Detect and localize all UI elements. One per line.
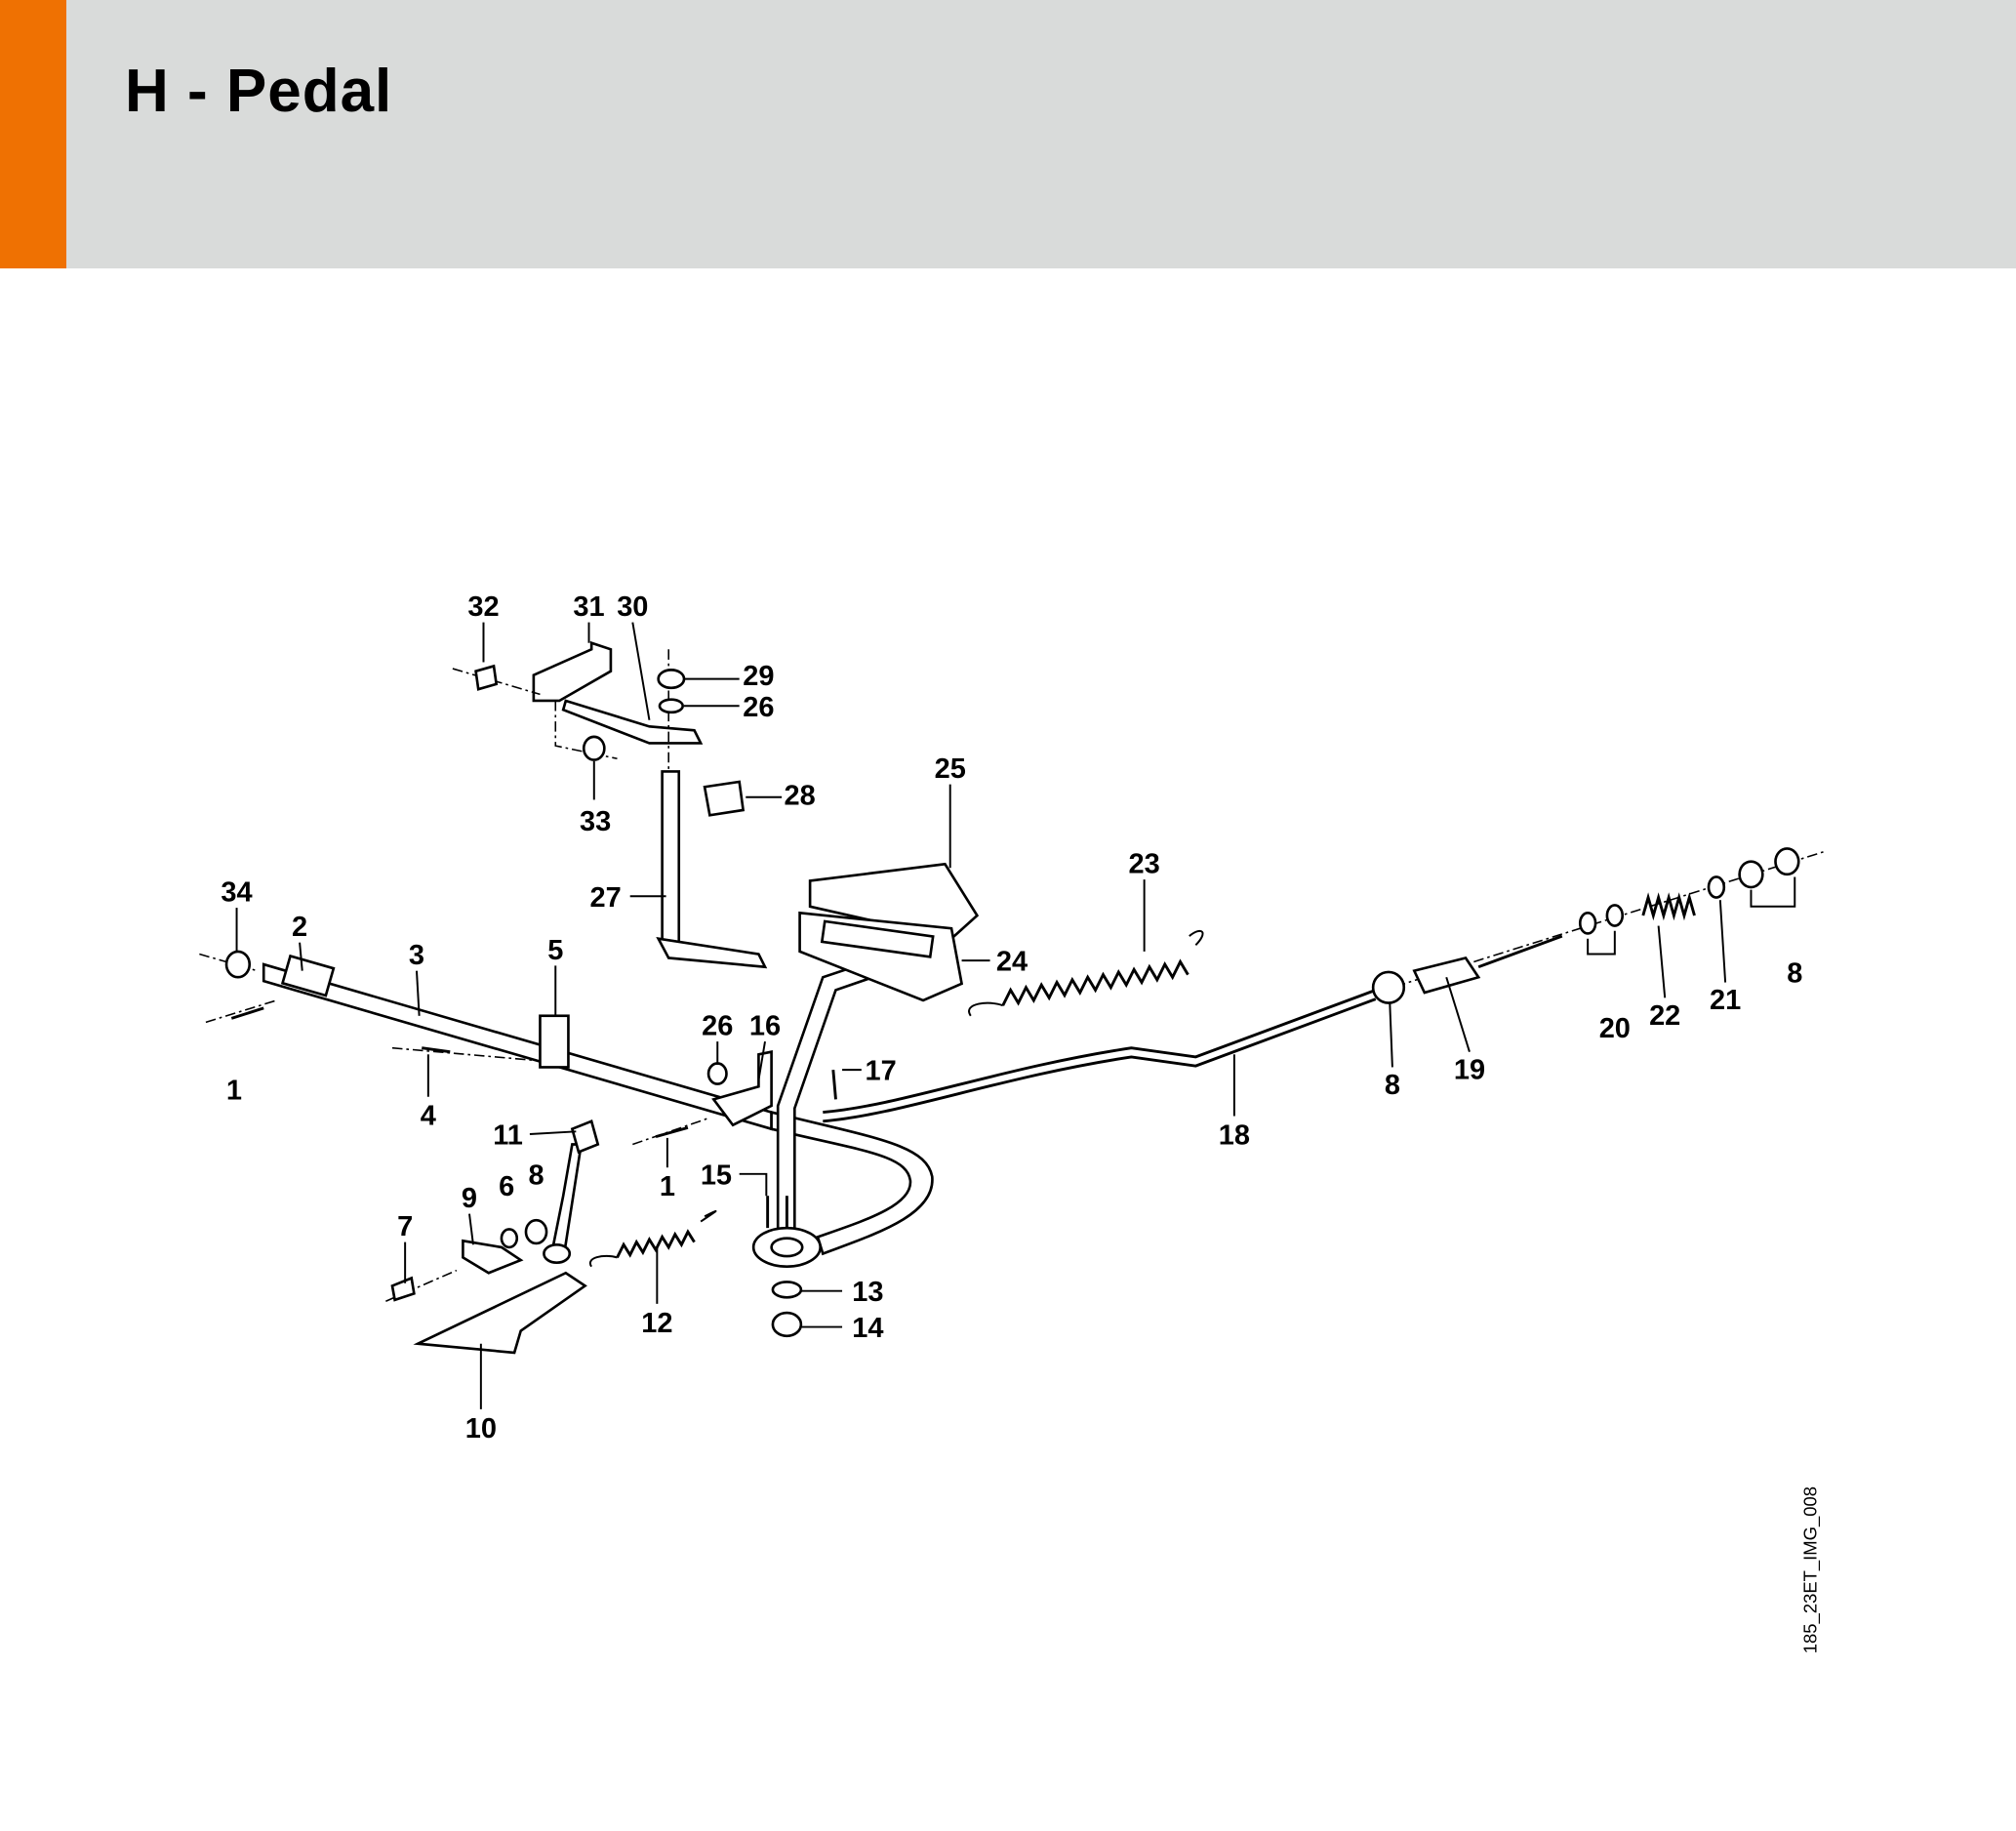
- callout-26: 26: [743, 692, 774, 723]
- callout-22: 22: [1649, 1000, 1680, 1032]
- spring-23[interactable]: [968, 929, 1204, 1017]
- callout-17: 17: [865, 1056, 896, 1087]
- callout-27: 27: [590, 882, 622, 914]
- bracket-16[interactable]: [711, 1050, 773, 1127]
- callout-1b: 1: [660, 1171, 675, 1202]
- callout-4: 4: [421, 1101, 436, 1132]
- washer-34[interactable]: [224, 950, 252, 979]
- callout-23: 23: [1129, 849, 1160, 880]
- callout-16: 16: [749, 1011, 781, 1042]
- callout-10: 10: [465, 1413, 497, 1444]
- callout-8c: 8: [528, 1160, 544, 1191]
- pedal-arm[interactable]: [776, 950, 905, 1239]
- callout-34: 34: [221, 877, 252, 909]
- image-reference: 185_23ET_IMG_008: [1800, 1486, 1822, 1653]
- callout-24: 24: [996, 947, 1028, 978]
- callout-8: 8: [1385, 1070, 1400, 1101]
- callout-6: 6: [499, 1171, 514, 1202]
- lever-30[interactable]: [561, 699, 704, 745]
- callout-12: 12: [641, 1308, 672, 1339]
- bushing-28[interactable]: [703, 780, 746, 817]
- callout-25: 25: [935, 753, 966, 785]
- callout-33: 33: [580, 806, 611, 837]
- page-title: H - Pedal: [125, 58, 393, 125]
- callout-15: 15: [701, 1160, 732, 1191]
- callout-18: 18: [1219, 1120, 1250, 1152]
- callout-32: 32: [467, 591, 499, 623]
- callout-26b: 26: [702, 1011, 733, 1042]
- callout-1: 1: [226, 1075, 242, 1106]
- callout-7: 7: [397, 1211, 413, 1242]
- callout-31: 31: [573, 591, 604, 623]
- bracket-31[interactable]: [532, 640, 613, 703]
- rod-27[interactable]: [661, 770, 681, 947]
- callout-5: 5: [547, 935, 563, 966]
- rod-18[interactable]: [823, 989, 1377, 1115]
- plate-10[interactable]: [413, 1271, 587, 1355]
- callout-3: 3: [409, 940, 424, 971]
- callout-30: 30: [617, 591, 648, 623]
- callout-21: 21: [1710, 985, 1741, 1016]
- page-header: H - Pedal: [0, 0, 2016, 268]
- callout-20: 20: [1599, 1013, 1631, 1044]
- callout-8b: 8: [1787, 958, 1802, 990]
- callout-19: 19: [1454, 1054, 1485, 1085]
- shaft[interactable]: [262, 954, 934, 1256]
- callout-2: 2: [292, 912, 307, 943]
- pedal-pad[interactable]: [798, 862, 980, 1002]
- callout-28: 28: [784, 781, 815, 812]
- accent-bar: [0, 0, 66, 268]
- adjuster-19[interactable]: [1412, 956, 1481, 995]
- callout-29: 29: [743, 661, 774, 692]
- callout-9: 9: [462, 1183, 477, 1214]
- callout-14: 14: [852, 1313, 883, 1344]
- callout-13: 13: [852, 1277, 883, 1308]
- callout-11: 11: [493, 1120, 523, 1152]
